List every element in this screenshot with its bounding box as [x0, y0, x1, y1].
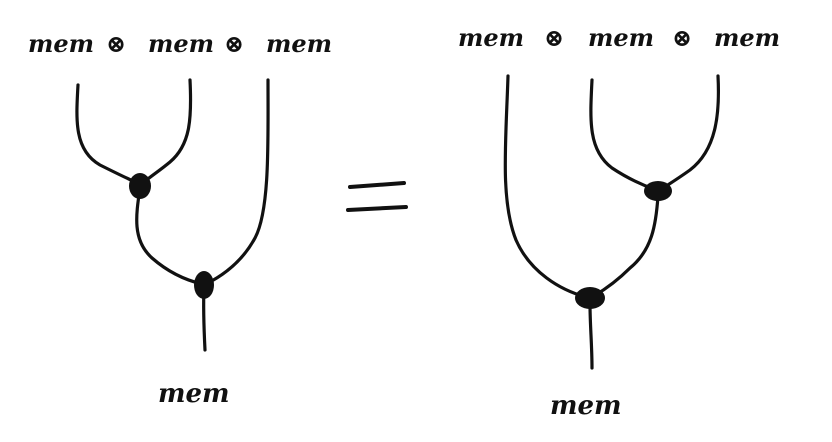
- left-multiplication-node-upper: [129, 173, 151, 199]
- equals-top-stroke: [348, 181, 406, 189]
- right-wire-input-1: [503, 74, 588, 299]
- left-multiplication-node-lower: [194, 271, 214, 299]
- left-wire-input-1: [75, 83, 142, 186]
- right-multiplication-node-upper: [644, 181, 672, 201]
- right-multiplication-node-lower: [575, 287, 605, 309]
- left-wire-input-2: [140, 78, 193, 186]
- right-input-label-1: mem: [458, 23, 524, 52]
- right-input-label-3: mem: [714, 23, 780, 52]
- left-input-label-1: mem: [28, 29, 94, 58]
- right-wire-inner: [592, 194, 660, 298]
- right-tensor-symbol-1: ⊗: [544, 23, 564, 52]
- right-diagram: mem ⊗ mem ⊗ mem mem: [458, 23, 780, 421]
- left-diagram: mem ⊗ mem ⊗ mem mem: [28, 29, 332, 409]
- left-input-label-2: mem: [148, 29, 214, 58]
- right-tensor-symbol-2: ⊗: [672, 23, 692, 52]
- equals-bottom-stroke: [346, 205, 408, 212]
- left-output-label: mem: [158, 379, 230, 409]
- right-output-label: mem: [550, 391, 622, 421]
- left-input-label-3: mem: [266, 29, 332, 58]
- left-tensor-symbol-2: ⊗: [224, 29, 244, 58]
- right-wire-input-3: [658, 74, 720, 192]
- left-wire-inner: [135, 186, 204, 286]
- right-wire-output: [588, 302, 594, 370]
- left-wire-input-3: [204, 78, 270, 286]
- left-tensor-symbol-1: ⊗: [106, 29, 126, 58]
- equals-sign: =: [346, 181, 408, 212]
- right-input-label-2: mem: [588, 23, 654, 52]
- right-wire-input-2: [589, 78, 658, 192]
